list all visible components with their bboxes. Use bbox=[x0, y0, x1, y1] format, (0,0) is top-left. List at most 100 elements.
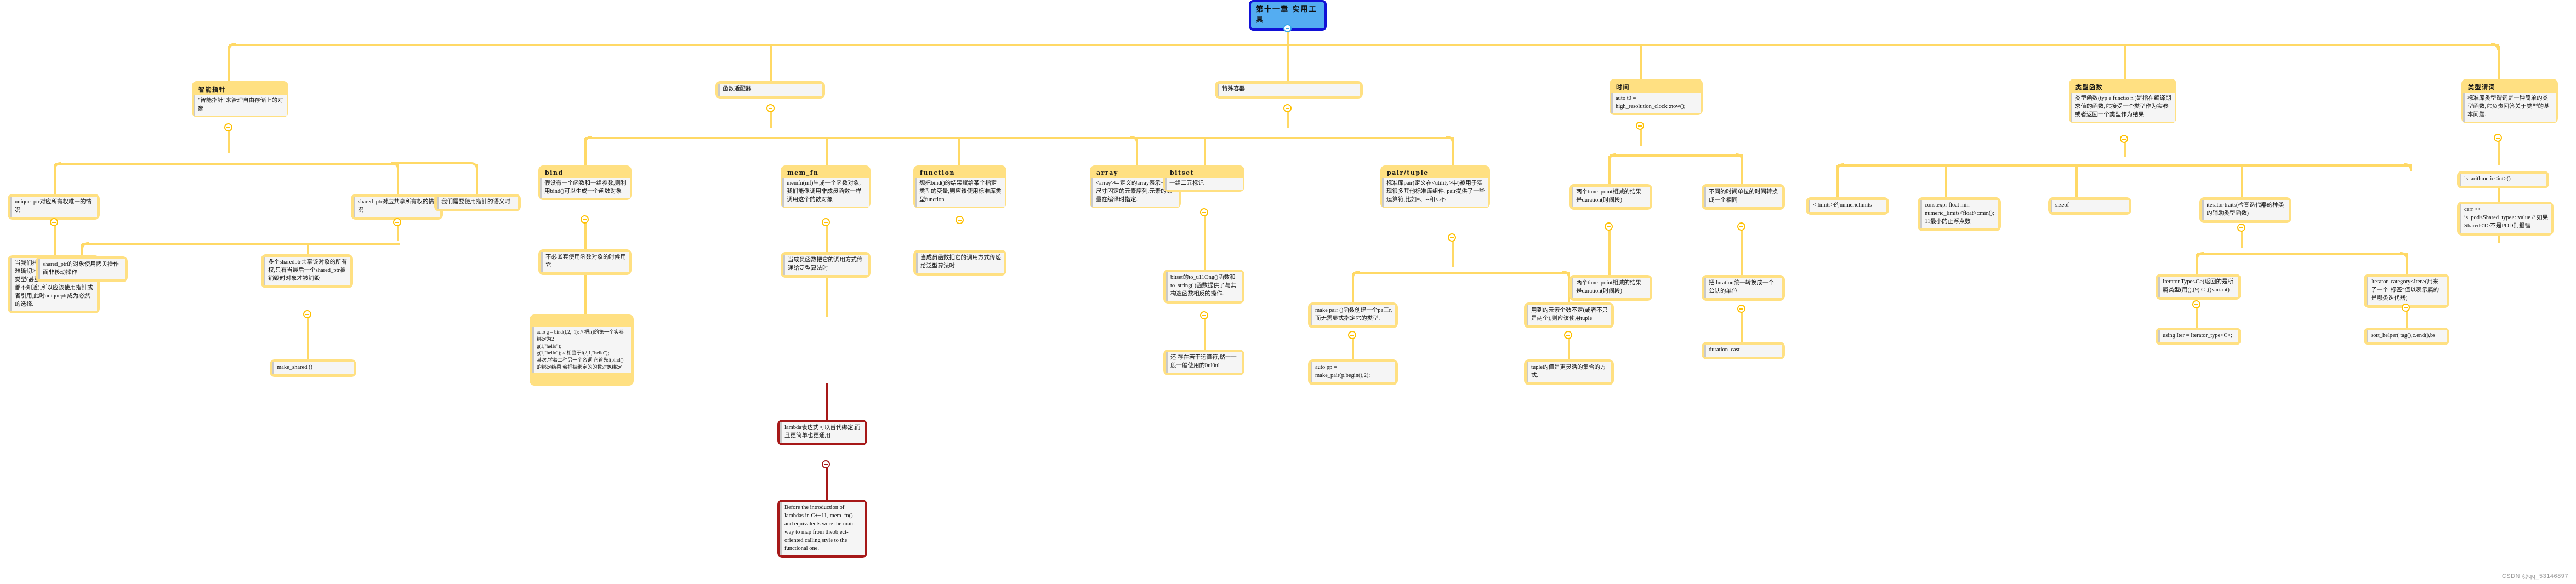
branch-type-predicate[interactable]: 类型谓词 标准库类型谓词是一种简单的类型函数,它负责回答关于类型的基本问题. bbox=[2461, 79, 2558, 123]
node-make-shared-body: make_shared () bbox=[272, 362, 354, 374]
node-shared-ptr-ownership[interactable]: 多个sharedptr共享该对象的所有权,只有当最后一个shared_ptr被销… bbox=[261, 254, 353, 288]
edge-bind-child bbox=[584, 216, 587, 249]
node-is-arithmetic[interactable]: is_arithmetic<int>() bbox=[2457, 171, 2549, 188]
node-make-shared[interactable]: make_shared () bbox=[270, 359, 356, 377]
node-pointer-semantics[interactable]: 我们需要使用指针的语义时 bbox=[434, 194, 521, 211]
node-mem-fn-note[interactable]: 当成员函数把它的调用方式传递给泛型算法时 bbox=[781, 252, 871, 278]
node-auto-pp[interactable]: auto pp = make_pair(p.begin(),2); bbox=[1308, 359, 1398, 385]
toggle-tuple-count[interactable] bbox=[1564, 331, 1572, 339]
edge-it-cat2 bbox=[2406, 254, 2408, 274]
edge-it-cat1-child bbox=[2196, 301, 2198, 328]
toggle-duration-convert[interactable] bbox=[1737, 305, 1745, 313]
node-pair-tuple[interactable]: pair/tuple 标准库pair(定义在<utility>中)被用于实现很多… bbox=[1380, 165, 1490, 208]
node-shared-ptr[interactable]: shared_ptr对应共享所有权的情况 bbox=[351, 194, 443, 220]
toggle-mem-fn[interactable] bbox=[822, 218, 830, 226]
node-is-pod-example[interactable]: cerr << is_pod<Shared_type>::value // 如果… bbox=[2457, 202, 2554, 236]
edge-fa-stem bbox=[770, 105, 772, 128]
edge-tp-child bbox=[1608, 227, 1611, 275]
node-make-pair[interactable]: make pair ()函数创建一个pa工r,而无需显式指定它的类型. bbox=[1308, 302, 1398, 328]
node-mem-fn[interactable]: mem_fn memfn(mf)生成一个函数对象,我们能像调用非成员函数一样调用… bbox=[781, 165, 871, 208]
toggle-shared-ptr[interactable] bbox=[393, 218, 401, 226]
node-bitset-ops[interactable]: 还 存在若干运算符,然一一般一般使用的0ul0ul bbox=[1163, 350, 1244, 375]
toggle-type-function[interactable] bbox=[2120, 135, 2128, 143]
edge-sp-corner-sem bbox=[391, 162, 478, 170]
node-duration-cast[interactable]: duration_cast bbox=[1702, 342, 1785, 359]
node-iterator-traits-body: iterator traits(检查迭代器的种类的辅助类型函数) bbox=[2202, 200, 2289, 220]
node-bitset[interactable]: bitset 一组二元标记 bbox=[1163, 165, 1244, 192]
node-function-extra-body: 当成员函数把它的调用方式传递给泛型算法时 bbox=[916, 253, 1004, 273]
node-mem-fn-note-body: 当成员函数把它的调用方式传递给泛型算法时 bbox=[783, 255, 868, 275]
node-unique-ptr[interactable]: unique_ptr对应所有权唯一的情况 bbox=[8, 194, 100, 220]
toggle-function[interactable] bbox=[956, 216, 964, 224]
edge-tf-numlimits bbox=[1836, 165, 1839, 197]
edge-main-spine bbox=[229, 44, 2499, 46]
node-duration-unify[interactable]: 不同的时间单位的时间转换成一个相同 bbox=[1702, 184, 1785, 210]
node-lambda-replaces-bind[interactable]: lambda表达式可以替代绑定,而且更简单也更通用 bbox=[777, 420, 867, 445]
node-duration-convert-body: 把duration统一转换成一个公认的单位 bbox=[1704, 278, 1782, 298]
branch-special-containers[interactable]: 特殊容器 bbox=[1215, 81, 1363, 99]
toggle-type-predicate[interactable] bbox=[2494, 134, 2502, 142]
toggle-shared-ptr-ownership[interactable] bbox=[303, 310, 311, 318]
node-tuple-note-body: tuple的值是更灵活的集合的方式. bbox=[1527, 362, 1611, 382]
node-bind-nested[interactable]: 不必嵌套使用函数对象的时候用它 bbox=[538, 249, 632, 275]
toggle-smart-pointers[interactable] bbox=[224, 123, 232, 131]
toggle-special-containers[interactable] bbox=[1283, 104, 1292, 112]
toggle-make-pair[interactable] bbox=[1348, 331, 1356, 339]
node-bind-placeholder[interactable]: auto g = bind(f,2,_1); // 把f()的第一个实参绑定为2… bbox=[530, 314, 634, 386]
toggle-function-adapter[interactable] bbox=[766, 104, 775, 112]
node-constexpr-float-min[interactable]: constexpr float min = numeric_limits<flo… bbox=[1918, 197, 2001, 231]
node-sort-helper-body: sort_helper( tag(),c.end(),bs bbox=[2367, 330, 2447, 342]
node-iterator-category[interactable]: Iterator Type<C>(返回的是所属类型(用(),(9) C ,()v… bbox=[2156, 274, 2241, 300]
branch-smart-pointers[interactable]: 智能指针 "智能指针"来管理自由存储上的对象 bbox=[192, 81, 288, 117]
toggle-iterator-category[interactable] bbox=[2192, 300, 2200, 308]
toggle-iterator-category-2[interactable] bbox=[2402, 304, 2410, 312]
toggle-root[interactable] bbox=[1283, 24, 1292, 32]
toggle-time[interactable] bbox=[1636, 122, 1644, 130]
node-using-iter[interactable]: using Iter = Iterator_type<C>; bbox=[2156, 328, 2241, 345]
node-shared-ptr-copy[interactable]: shared_ptr的对象使用拷贝操作而非移动操作 bbox=[36, 256, 128, 282]
node-mem-fn-title: mem_fn bbox=[787, 169, 819, 176]
toggle-time-point[interactable] bbox=[1605, 222, 1613, 231]
node-numeric-limits[interactable]: < limits>的numericlimits bbox=[1806, 197, 1889, 215]
toggle-duration-unify[interactable] bbox=[1737, 222, 1745, 231]
toggle-bitset-to-ulong[interactable] bbox=[1200, 311, 1208, 319]
edge-drop-type-function bbox=[2124, 44, 2126, 79]
node-function-extra[interactable]: 当成员函数把它的调用方式传递给泛型算法时 bbox=[913, 250, 1006, 276]
toggle-pair-tuple[interactable] bbox=[1448, 233, 1456, 242]
edge-red-chain-1 bbox=[826, 383, 828, 420]
node-function[interactable]: function 想把bind()的结果赋给某个指定类型的变量,则应该使用标准库… bbox=[913, 165, 1006, 208]
branch-smart-pointers-title: 智能指针 bbox=[198, 86, 226, 93]
branch-type-function[interactable]: 类型函数 类型函数(typ e functio n )是指在编译期求值的函数,它… bbox=[2069, 79, 2176, 123]
edge-time-bar bbox=[1610, 154, 1743, 157]
node-bind[interactable]: bind 假设有一个函数和一组参数,则利用bind()可以生成一个函数对象 bbox=[538, 165, 632, 200]
node-tuple-note[interactable]: tuple的值是更灵活的集合的方式. bbox=[1524, 359, 1614, 385]
node-tuple-count[interactable]: 用到的元素个数不定(或者不只是两个),则应该使用tuple bbox=[1524, 302, 1614, 328]
toggle-bitset[interactable] bbox=[1200, 208, 1208, 216]
edge-fa-memfn bbox=[826, 138, 828, 165]
node-iterator-category-2[interactable]: Iterator_category<Iter>(用来了一个"标签"值以表示属的是… bbox=[2364, 274, 2449, 308]
toggle-iterator-traits[interactable] bbox=[2237, 224, 2245, 232]
toggle-bind[interactable] bbox=[581, 215, 589, 224]
branch-function-adapter[interactable]: 函数适配器 bbox=[715, 81, 825, 99]
edge-tf-corner-r bbox=[2404, 163, 2412, 171]
node-duration-cast-note[interactable]: 两个time_point相减的结果是duration(时间段) bbox=[1569, 275, 1652, 301]
edge-dur-child bbox=[1741, 227, 1743, 275]
node-time-point[interactable]: 两个time_point相减的结果是duration(时间段) bbox=[1569, 184, 1652, 210]
node-lambda-history[interactable]: Before the introduction of lambdas in C+… bbox=[777, 500, 867, 558]
toggle-lambda-replaces-bind[interactable] bbox=[822, 460, 830, 468]
node-bitset-to-ulong[interactable]: bitset的to_u11Ong()函数和to_string( )函数提供了与其… bbox=[1163, 270, 1244, 304]
edge-it-cat1 bbox=[2196, 254, 2198, 274]
edge-sp-shared-drop bbox=[397, 164, 399, 194]
edge-pt-stem bbox=[1452, 236, 1454, 267]
edge-shared-copy-drop bbox=[81, 244, 83, 256]
node-sort-helper[interactable]: sort_helper( tag(),c.end(),bs bbox=[2364, 328, 2449, 345]
node-time-point-body: 两个time_point相减的结果是duration(时间段) bbox=[1572, 187, 1650, 207]
node-shared-ptr-copy-body: shared_ptr的对象使用拷贝操作而非移动操作 bbox=[38, 259, 125, 279]
branch-time[interactable]: 时间 auto t0 = high_resolution_clock::now(… bbox=[1610, 79, 1703, 115]
node-duration-convert[interactable]: 把duration统一转换成一个公认的单位 bbox=[1702, 275, 1785, 301]
node-sizeof[interactable]: sizeof bbox=[2048, 197, 2131, 215]
node-pair-tuple-body: 标准库pair(定义在<utility>中)被用于实现很多其他标准库组件. pa… bbox=[1382, 178, 1488, 207]
node-bitset-title: bitset bbox=[1170, 169, 1195, 176]
node-iterator-traits[interactable]: iterator traits(检查迭代器的种类的辅助类型函数) bbox=[2199, 197, 2291, 223]
toggle-unique-ptr[interactable] bbox=[50, 218, 58, 226]
